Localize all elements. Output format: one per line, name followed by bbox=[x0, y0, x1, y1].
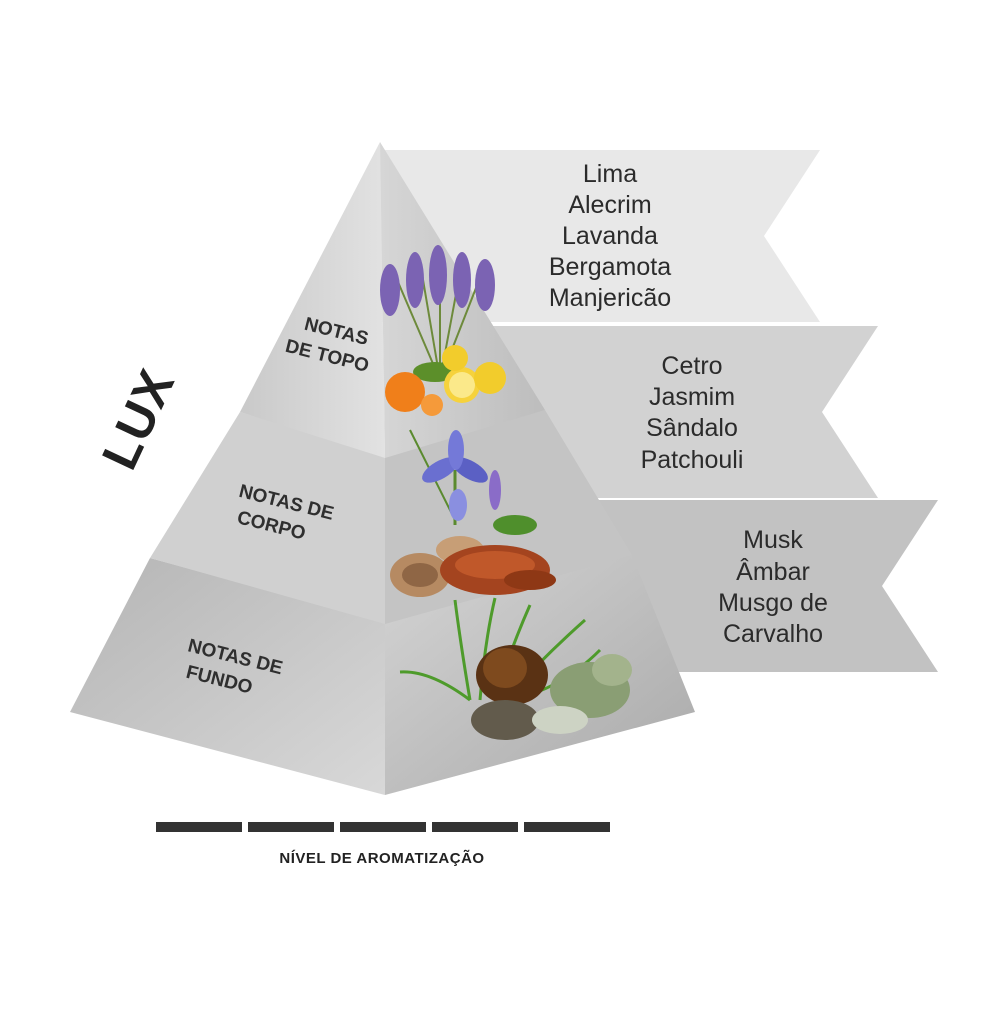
note-item: Manjericão bbox=[549, 284, 671, 312]
notes-corpo-list: Cetro Jasmim Sândalo Patchouli bbox=[641, 352, 744, 474]
note-item: Alecrim bbox=[568, 191, 651, 219]
brand-title: LUX bbox=[91, 361, 185, 478]
lavender-citrus-illustration bbox=[380, 245, 506, 416]
moss-grass-illustration bbox=[399, 597, 632, 740]
note-item: Lima bbox=[583, 160, 637, 188]
aroma-level-segment bbox=[432, 822, 518, 832]
aroma-level-segment bbox=[524, 822, 610, 832]
sandalwood-illustration bbox=[390, 536, 556, 597]
note-item: Cetro bbox=[661, 352, 722, 380]
aroma-level-segment bbox=[156, 822, 242, 832]
note-item: Bergamota bbox=[549, 253, 671, 281]
aroma-level-segment bbox=[248, 822, 334, 832]
note-item: Lavanda bbox=[562, 222, 658, 250]
aroma-level-bar bbox=[156, 822, 610, 832]
notes-topo-list: Lima Alecrim Lavanda Bergamota Manjericã… bbox=[549, 160, 671, 312]
note-item: Carvalho bbox=[723, 620, 823, 648]
aroma-level-segment bbox=[340, 822, 426, 832]
note-item: Jasmim bbox=[649, 383, 735, 411]
notes-fundo-list: Musk Âmbar Musgo de Carvalho bbox=[718, 526, 828, 648]
aroma-level-label: NÍVEL DE AROMATIZAÇÃO bbox=[279, 849, 484, 867]
note-item: Musk bbox=[743, 526, 803, 554]
note-item: Musgo de bbox=[718, 589, 828, 617]
note-item: Patchouli bbox=[641, 446, 744, 474]
note-item: Âmbar bbox=[736, 557, 810, 586]
note-item: Sândalo bbox=[646, 414, 738, 442]
iris-illustration bbox=[409, 429, 537, 535]
